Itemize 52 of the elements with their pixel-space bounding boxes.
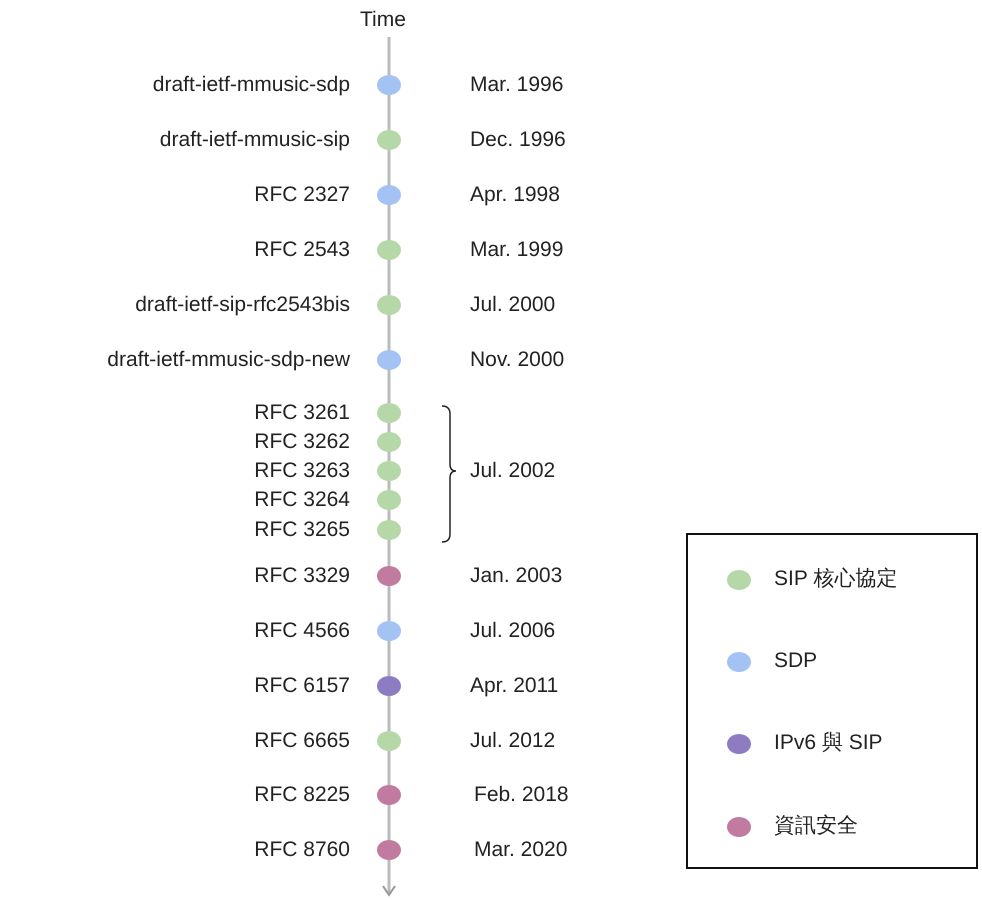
legend-label: 資訊安全 [774, 814, 858, 838]
timeline-dot [377, 490, 401, 510]
document-name: draft-ietf-mmusic-sdp-new [107, 348, 350, 372]
document-name: RFC 3265 [254, 518, 350, 542]
timeline-dot [377, 295, 401, 315]
date-label: Mar. 1996 [470, 73, 564, 97]
document-name: draft-ietf-sip-rfc2543bis [135, 293, 350, 317]
document-name: RFC 6665 [254, 729, 350, 753]
timeline-dot [377, 461, 401, 481]
timeline-dot [377, 432, 401, 452]
document-name: draft-ietf-mmusic-sdp [152, 73, 350, 97]
timeline-dot [377, 566, 401, 586]
timeline-dot [377, 621, 401, 641]
document-name: RFC 8760 [254, 838, 350, 862]
date-label: Nov. 2000 [470, 348, 564, 372]
document-name: RFC 2327 [254, 183, 350, 207]
document-name: draft-ietf-mmusic-sip [160, 128, 350, 152]
timeline-dot [377, 785, 401, 805]
date-label: Jul. 2006 [470, 619, 556, 643]
timeline-dot [377, 350, 401, 370]
date-label: Mar. 1999 [470, 238, 564, 262]
timeline-dot [377, 75, 401, 95]
timeline-dot [377, 185, 401, 205]
document-name: RFC 8225 [254, 783, 350, 807]
date-label: Apr. 1998 [470, 183, 560, 207]
date-label: Dec. 1996 [470, 128, 566, 152]
timeline-dot [377, 840, 401, 860]
date-label: Mar. 2020 [474, 838, 568, 862]
document-name: RFC 3264 [254, 488, 350, 512]
timeline-dot [377, 130, 401, 150]
date-label: Jul. 2012 [470, 729, 556, 753]
date-label: Jan. 2003 [470, 564, 562, 588]
document-name: RFC 3329 [254, 564, 350, 588]
document-name: RFC 3263 [254, 459, 350, 483]
date-label: Feb. 2018 [474, 783, 569, 807]
document-name: RFC 4566 [254, 619, 350, 643]
timeline-dot [377, 520, 401, 540]
timeline-dot [377, 403, 401, 423]
document-name: RFC 6157 [254, 674, 350, 698]
date-label: Jul. 2000 [470, 293, 556, 317]
date-label: Apr. 2011 [470, 674, 558, 698]
timeline-dot [377, 731, 401, 751]
date-label: Jul. 2002 [470, 459, 556, 483]
document-name: RFC 3261 [254, 401, 350, 425]
axis-label: Time [360, 8, 406, 32]
legend-label: SIP 核心協定 [774, 567, 898, 591]
legend-label: IPv6 與 SIP [774, 731, 883, 755]
document-name: RFC 3262 [254, 430, 350, 454]
legend-label: SDP [774, 649, 818, 673]
timeline-dot [377, 676, 401, 696]
document-name: RFC 2543 [254, 238, 350, 262]
timeline-dot [377, 240, 401, 260]
